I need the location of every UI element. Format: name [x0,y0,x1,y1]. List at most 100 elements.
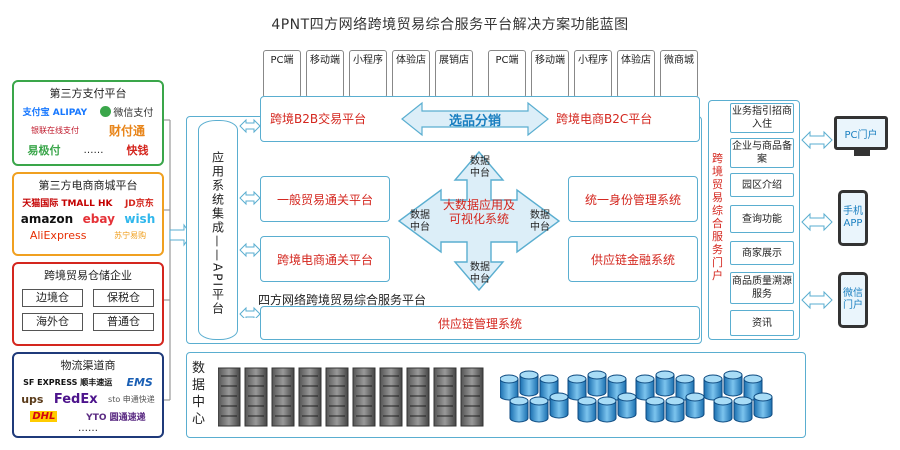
data-middle-left: 数据中台 [410,210,430,233]
database-icon [645,401,665,423]
server-rack-icon [325,367,349,427]
database-top [519,370,539,380]
jd-logo: JD京东 [124,199,154,209]
database-icon [685,397,705,419]
pc-portal-label: PC门户 [844,129,878,141]
left-connector [164,119,192,401]
server-rack-group [218,367,484,427]
server-rack-icon [379,367,403,427]
database-icon [753,397,773,419]
logistics-box: 物流渠道商 SF EXPRESS 顺丰速运 EMS ups FedEx sto … [12,352,164,438]
portal-title: 跨境贸易综合服务门户 [712,152,723,282]
database-icon [587,375,607,397]
b2b-platform-label[interactable]: 跨境B2B交易平台 [270,112,367,126]
database-icon [617,397,637,419]
wechat-pay-logo: 微信支付 [100,104,153,119]
database-top [645,396,665,406]
wish-logo: wish [124,212,156,226]
channel-miniprogram-b2b[interactable]: 小程序 [349,50,387,98]
wechat-portal-label: 微信门户 [843,288,863,311]
yijifu-logo: 易极付 [27,144,61,157]
ecommerce-clearance[interactable]: 跨境电商通关平台 [260,236,390,282]
server-rack-icon [218,367,241,427]
payment-platform-box: 第三方支付平台 支付宝 ALIPAY 微信支付 银联在线支付 财付通 易极付 …… [12,80,164,166]
bigdata-core-label: 大数据应用及可视化系统 [442,198,515,226]
portal-item-merchant-display[interactable]: 商家展示 [730,241,794,265]
wechat-phone-icon[interactable]: 微信门户 [838,272,868,328]
portal-item-quality-trace[interactable]: 商品质量溯源服务 [730,272,794,304]
database-top [733,396,753,406]
database-top [655,370,675,380]
overseas-warehouse: 海外仓 [22,313,83,331]
ellipsis-text: …… [83,144,104,156]
device-arrows [801,130,833,310]
portal-item-business-guide[interactable]: 业务指引招商入住 [730,103,794,133]
data-middle-top: 数据中台 [470,156,490,179]
channel-wechat-mall-b2c[interactable]: 微商城 [660,50,698,98]
database-top [539,374,559,384]
database-top [685,392,705,402]
server-rack-icon [460,367,484,427]
server-rack-icon [244,367,268,427]
warehouse-title: 跨境贸易仓储企业 [44,269,132,282]
ellipsis-text: …… [78,423,98,434]
api-connector-arrows [239,118,261,318]
channel-showroom-b2b[interactable]: 展销店 [435,50,473,98]
normal-warehouse: 普通仓 [93,313,154,331]
data-middle-bottom: 数据中台 [470,262,490,285]
data-center-label: 数据中心 [192,361,206,427]
database-icon [713,401,733,423]
channel-mobile-b2b[interactable]: 移动端 [306,50,344,98]
ems-logo: EMS [126,376,153,389]
select-distribution-label: 选品分销 [448,114,501,129]
portal-item-park-intro[interactable]: 园区介绍 [730,173,794,197]
tenpay-logo: 财付通 [108,124,145,138]
data-middle-right: 数据中台 [530,210,550,233]
server-rack-icon [433,367,457,427]
logistics-title: 物流渠道商 [60,359,116,372]
portal-item-query[interactable]: 查询功能 [730,205,794,233]
supply-chain-finance-system[interactable]: 供应链金融系统 [568,236,698,282]
database-icon [733,401,753,423]
database-top [549,392,569,402]
99bill-logo: 快钱 [126,144,149,157]
dhl-logo: DHL [30,411,58,422]
server-rack-icon [406,367,430,427]
select-distribution-arrow [401,101,549,137]
database-top [723,370,743,380]
server-rack-icon [352,367,376,427]
b2c-platform-label[interactable]: 跨境电商B2C平台 [556,112,653,126]
channel-pc-b2b[interactable]: PC端 [263,50,301,98]
database-top [529,396,549,406]
channel-pc-b2c[interactable]: PC端 [488,50,526,98]
sto-logo: sto 申通快递 [108,395,155,404]
mobile-phone-icon[interactable]: 手机APP [838,190,868,246]
channel-experience-b2b[interactable]: 体验店 [392,50,430,98]
general-trade-clearance[interactable]: 一般贸易通关平台 [260,176,390,222]
database-top [617,392,637,402]
database-icon [597,401,617,423]
payment-platform-title: 第三方支付平台 [49,87,127,100]
database-top [509,396,529,406]
pc-monitor-icon[interactable]: PC门户 [834,116,890,160]
channel-miniprogram-b2c[interactable]: 小程序 [574,50,612,98]
portal-item-news[interactable]: 资讯 [730,310,794,336]
diagram-title: 4PNT四方网络跨境贸易综合服务平台解决方案功能蓝图 [271,17,629,33]
identity-management-system[interactable]: 统一身份管理系统 [568,176,698,222]
channel-mobile-b2c[interactable]: 移动端 [531,50,569,98]
supply-chain-management-system[interactable]: 供应链管理系统 [260,306,700,340]
database-top [607,374,627,384]
database-icon [665,401,685,423]
data-center-cross [397,150,561,292]
database-top [753,392,773,402]
database-top [713,396,733,406]
portal-item-enterprise-filing[interactable]: 企业与商品备案 [730,138,794,168]
mobile-app-label: 手机APP [843,206,863,229]
channel-experience-b2c[interactable]: 体验店 [617,50,655,98]
suning-logo: 苏宁易购 [114,231,147,240]
database-icon [577,401,597,423]
database-icon [655,375,675,397]
database-icon [723,375,743,397]
ecommerce-platform-title: 第三方电商商城平台 [38,179,138,192]
aliexpress-logo: AliExpress [29,229,87,242]
